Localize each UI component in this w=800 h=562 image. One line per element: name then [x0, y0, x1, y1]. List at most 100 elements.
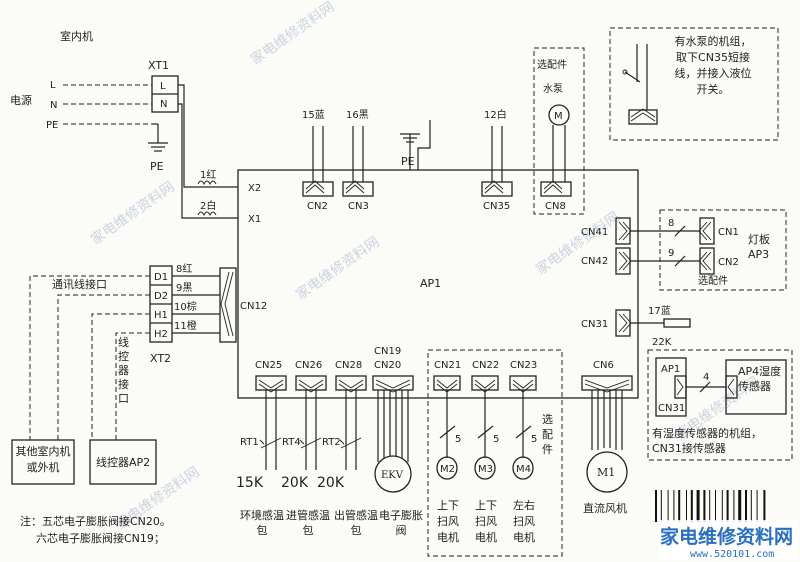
pump-note-text: 有水泵的机组，取下CN35短接线，并接入液位开关。: [674, 35, 752, 96]
cn19-label: CN19: [374, 346, 401, 357]
m3-name: 上下扫风电机: [475, 499, 497, 544]
cn8-label: CN8: [545, 201, 566, 212]
wired-controller-interface: 线控器接口: [118, 336, 129, 405]
comm-label: 通讯线接口: [52, 277, 107, 291]
wire-9-black: 9黑: [176, 282, 192, 294]
rt2-label: RT2: [322, 437, 341, 448]
line-label-n: N: [50, 100, 57, 111]
cn25-connector: [255, 375, 287, 391]
ferrite-x2: [197, 180, 217, 186]
barcode-bar: [721, 490, 723, 522]
ekv-name: 电子膨胀阀: [379, 509, 423, 537]
cn25-label: CN25: [255, 360, 282, 371]
rt1-value: 15K: [236, 475, 264, 491]
barcode-bar: [686, 490, 687, 522]
cn31-label: CN31: [581, 319, 608, 330]
fan-motor-icon: [586, 451, 628, 493]
cn42-connector: [615, 247, 631, 275]
controller-label: 线控器AP2: [96, 455, 150, 469]
wire-2-white: 2白: [200, 199, 216, 212]
barcode-bar: [660, 490, 662, 522]
thermistor-rt4-symbol: [299, 437, 322, 449]
brand-url: www.520101.com: [690, 549, 774, 560]
humidity-wire-4: 4: [703, 372, 709, 383]
cn21-label: CN21: [434, 360, 461, 371]
barcode-bar: [745, 490, 747, 522]
m2-label: M2: [440, 464, 455, 475]
cn3-connector: [342, 181, 374, 197]
ground-pe-board: PE: [401, 155, 415, 168]
m4-label: M4: [516, 464, 531, 475]
power-label: 电源: [10, 93, 32, 107]
m3-wire-count: 5: [493, 434, 499, 445]
barcode-bar: [673, 490, 675, 522]
thermistor-rt2-symbol: [339, 437, 362, 449]
line-label-l: L: [50, 80, 56, 91]
wire-11-orange: 11橙: [174, 319, 197, 332]
ekv-label: EKV: [381, 470, 404, 481]
cn12-connector: [219, 267, 237, 343]
ekv-valve-icon: [374, 455, 412, 493]
xt2-pin-h1: H1: [154, 310, 168, 321]
rt1-name: 环境感温包: [240, 509, 284, 537]
lamp-cn1-label: CN1: [718, 227, 739, 238]
comm-section: 通讯线接口 D1 D2 H1 H2 XT2 8红 9黑 10棕 11橙 CN12…: [11, 262, 267, 485]
barcode-bar: [715, 490, 716, 522]
wire-9-label: 9: [668, 248, 674, 259]
humidity-sensor-label: AP4湿度传感器: [738, 365, 782, 393]
barcode-bar: [763, 490, 766, 522]
watermark-text: 家电维修资料网: [533, 208, 623, 278]
m4-wire-count: 5: [531, 434, 537, 445]
cn35-wire-label: 12白: [484, 108, 507, 121]
diagram-title: 室内机: [60, 29, 93, 43]
lamp-board-box: CN1 CN2 灯板AP3 选配件: [659, 209, 787, 291]
cn6-label: CN6: [593, 360, 614, 371]
humidity-cn31-label: CN31: [658, 403, 685, 414]
dc-fan-section: M1 直流风机: [583, 390, 628, 515]
rt2-name: 出管感温包: [334, 509, 378, 537]
cn20-label: CN20: [374, 360, 401, 371]
watermark-text: 家电维修资料网: [293, 233, 383, 303]
main-board-label: AP1: [420, 277, 441, 290]
ground-pe-left: PE: [150, 160, 164, 173]
louver-option-label: 选配件: [542, 413, 553, 456]
cn23-label: CN23: [510, 360, 537, 371]
rt4-value: 20K: [281, 475, 309, 491]
cn8-connector: [540, 181, 572, 197]
ferrite-x1: [197, 211, 217, 217]
cn26-connector: [295, 375, 327, 391]
resistor-22k: [663, 318, 691, 328]
barcode-bar: [756, 490, 758, 522]
cn12-label: CN12: [240, 301, 267, 312]
xt2-label: XT2: [150, 352, 171, 365]
m2-name: 上下扫风电机: [437, 499, 459, 544]
m2-motor-icon: [436, 456, 458, 480]
line-label-pe: PE: [46, 120, 58, 131]
top-connectors: 15蓝 CN2 16黑 CN3 PE 12白 CN35 CN8: [302, 108, 572, 212]
m3-motor-icon: [474, 456, 496, 480]
wire-8-label: 8: [668, 218, 674, 229]
wire-1-red: 1红: [200, 168, 216, 181]
m3-label: M3: [478, 464, 493, 475]
cn42-label: CN42: [581, 256, 608, 267]
rt2-value: 20K: [317, 475, 345, 491]
cn35-connector: [481, 181, 513, 197]
ekv-section: EKV 电子膨胀阀: [374, 390, 423, 537]
xt1-pin-n: N: [160, 99, 167, 110]
lamp-cn2-connector: [699, 247, 715, 275]
pump-motor-icon: [548, 104, 570, 126]
rt4-name: 进管感温包: [286, 509, 330, 537]
rt1-label: RT1: [240, 437, 259, 448]
barcode-bar: [738, 490, 742, 522]
cn2-label: CN2: [307, 201, 328, 212]
barcode-bar: [655, 490, 657, 522]
cn28-connector: [335, 375, 367, 391]
xt2-pin-h2: H2: [154, 329, 168, 340]
lamp-option-label: 选配件: [698, 274, 728, 287]
cn19-cn20-connector: [372, 375, 414, 391]
fan-motor-label: M1: [597, 466, 615, 479]
note-line-2: 六芯电子膨胀阀接CN19；: [36, 531, 165, 545]
cn6-connector: [581, 375, 633, 391]
wire-10-brown: 10棕: [174, 300, 197, 313]
right-connectors: CN41 CN42 CN31 8 9 17蓝 22K: [581, 217, 700, 348]
